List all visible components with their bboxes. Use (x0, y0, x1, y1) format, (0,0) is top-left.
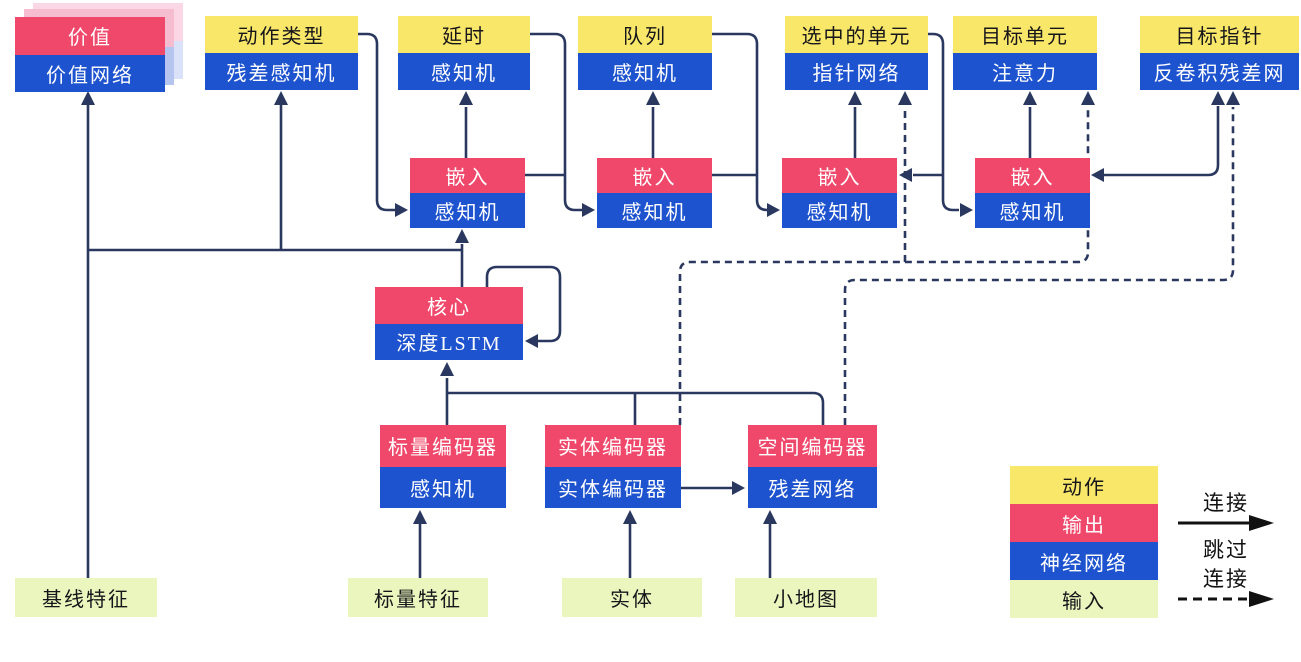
node-delay: 延时 感知机 (398, 16, 530, 90)
node-delay-network: 感知机 (398, 53, 530, 90)
node-target-unit-action: 目标单元 (953, 16, 1097, 53)
node-entity-encoder: 实体编码器 实体编码器 (545, 425, 681, 508)
node-spatial-encoder-network: 残差网络 (748, 466, 877, 508)
node-embedding-4-network: 感知机 (975, 193, 1090, 228)
legend-solid-label: 连接 (1203, 491, 1249, 515)
node-target-unit: 目标单元 注意力 (953, 16, 1097, 90)
node-scalar-encoder: 标量编码器 感知机 (380, 425, 506, 508)
input-scalar-features-label: 标量特征 (348, 578, 488, 617)
legend-action: 动作 (1010, 466, 1158, 504)
legend-skip-label-line1: 跳过 (1203, 538, 1249, 562)
node-embedding-1-output: 嵌入 (410, 158, 525, 193)
input-minimap: 小地图 (735, 578, 877, 617)
node-selected-units: 选中的单元 指针网络 (785, 16, 928, 90)
wire-actiontype-to-embed1 (358, 32, 395, 212)
node-embedding-1: 嵌入 感知机 (410, 158, 525, 228)
node-embedding-2: 嵌入 感知机 (597, 158, 712, 228)
node-queue-action: 队列 (578, 16, 712, 53)
node-queue: 队列 感知机 (578, 16, 712, 90)
legend-skip-label-line2: 连接 (1203, 567, 1249, 591)
node-action-type-network: 残差感知机 (205, 53, 358, 90)
skip-entity-to-heads (678, 107, 1090, 425)
wire-encoder-trunk (447, 391, 825, 425)
node-target-point: 目标指针 反卷积残差网 (1140, 16, 1299, 90)
input-scalar-features: 标量特征 (348, 578, 488, 617)
node-value-output: 价值 (15, 17, 165, 55)
legend-arrows (1178, 515, 1274, 607)
node-delay-action: 延时 (398, 16, 530, 53)
legend-input: 输入 (1010, 580, 1158, 618)
node-entity-encoder-output: 实体编码器 (545, 425, 681, 467)
legend-output: 输出 (1010, 504, 1158, 542)
input-minimap-label: 小地图 (735, 578, 877, 617)
input-baseline-features-label: 基线特征 (15, 578, 157, 617)
legend-neural-network: 神经网络 (1010, 542, 1158, 580)
node-queue-network: 感知机 (578, 53, 712, 90)
node-action-type-action: 动作类型 (205, 16, 358, 53)
input-entities: 实体 (562, 578, 702, 617)
node-embedding-3-output: 嵌入 (782, 158, 897, 193)
input-baseline-features: 基线特征 (15, 578, 157, 617)
wire-embed4-to-targetpoint (1104, 106, 1220, 177)
node-selected-units-action: 选中的单元 (785, 16, 928, 53)
node-core-network: 深度LSTM (375, 323, 523, 360)
node-embedding-3: 嵌入 感知机 (782, 158, 897, 228)
node-target-point-network: 反卷积残差网 (1140, 53, 1299, 90)
wire-core-self-loop (485, 265, 562, 343)
node-embedding-2-network: 感知机 (597, 193, 712, 228)
node-embedding-2-output: 嵌入 (597, 158, 712, 193)
node-embedding-1-network: 感知机 (410, 193, 525, 228)
skip-spatial-to-targetpoint (843, 107, 1235, 425)
input-entities-label: 实体 (562, 578, 702, 617)
node-embedding-4-output: 嵌入 (975, 158, 1090, 193)
node-embedding-4: 嵌入 感知机 (975, 158, 1090, 228)
node-spatial-encoder-output: 空间编码器 (748, 425, 877, 467)
node-value-network: 价值网络 (15, 54, 165, 92)
node-embedding-3-network: 感知机 (782, 193, 897, 228)
node-value: 价值 价值网络 (15, 17, 165, 92)
node-scalar-encoder-output: 标量编码器 (380, 425, 506, 467)
node-scalar-encoder-network: 感知机 (380, 466, 506, 508)
node-core-output: 核心 (375, 287, 523, 324)
wire-delay-to-embed2 (530, 32, 582, 212)
node-core: 核心 深度LSTM (375, 287, 523, 360)
node-target-point-action: 目标指针 (1140, 16, 1299, 53)
node-spatial-encoder: 空间编码器 残差网络 (748, 425, 877, 508)
arrowheads (81, 91, 1240, 524)
wire-selected-to-embed4 (928, 32, 959, 212)
wire-queue-to-embed3 (712, 32, 768, 212)
node-action-type: 动作类型 残差感知机 (205, 16, 358, 90)
node-entity-encoder-network: 实体编码器 (545, 466, 681, 508)
node-selected-units-network: 指针网络 (785, 53, 928, 90)
node-target-unit-network: 注意力 (953, 53, 1097, 90)
legend-color-key: 动作 输出 神经网络 输入 (1010, 466, 1158, 618)
